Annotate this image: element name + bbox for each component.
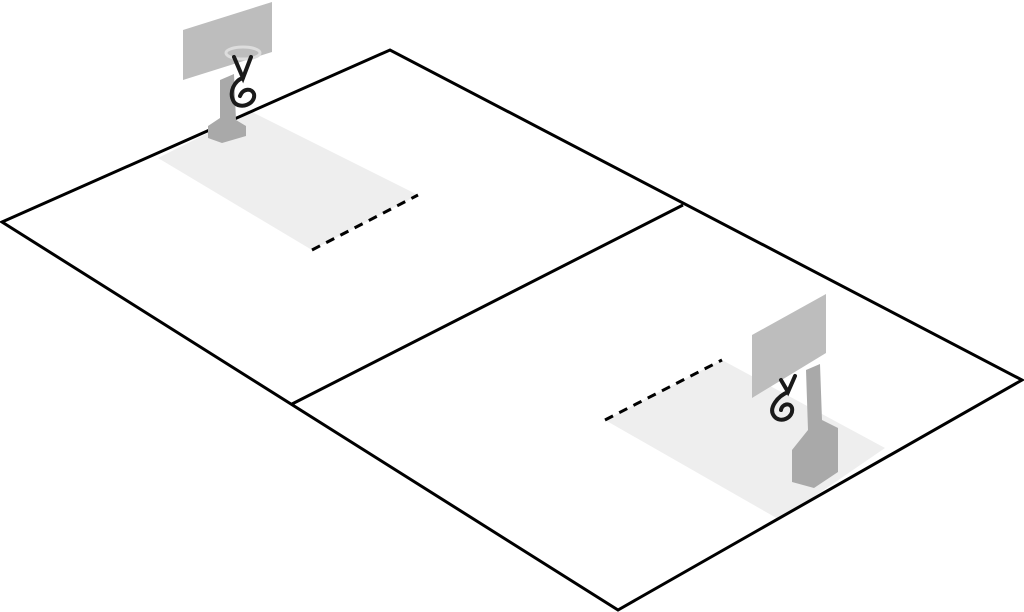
- hoop-pole-front: [792, 364, 838, 488]
- net-back: [229, 55, 257, 108]
- free-throw-line-back: [311, 193, 419, 252]
- basketball-hoop-back: [183, 2, 272, 143]
- hoop-pole-back: [208, 74, 246, 143]
- court-surface: [2, 50, 1022, 610]
- key-area-back: [158, 110, 418, 250]
- backboard-front: [752, 294, 826, 398]
- backboard-back: [183, 2, 272, 80]
- rim-back: [224, 45, 262, 61]
- court-boundary: [0, 48, 1024, 612]
- half-court-line: [291, 203, 684, 406]
- net-front: [770, 374, 797, 422]
- free-throw-line-front: [604, 358, 723, 422]
- basketball-hoop-front: [752, 294, 838, 488]
